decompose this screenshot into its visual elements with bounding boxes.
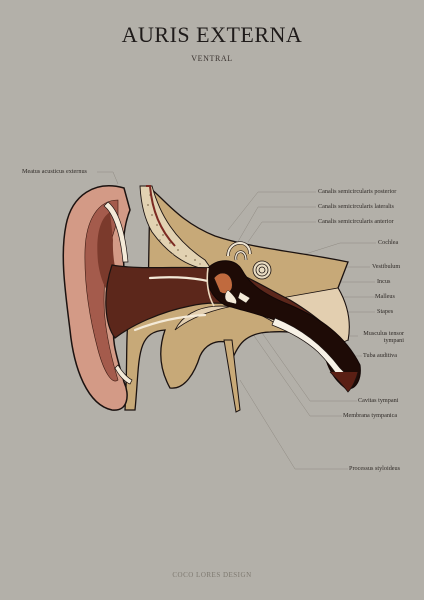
label-cochlea: Cochlea	[378, 239, 399, 246]
tuba-opening	[329, 371, 359, 393]
cartilage-strip-lower	[114, 364, 133, 385]
footer-credit: COCO LORES DESIGN	[172, 571, 252, 579]
label-stapes: Stapes	[377, 308, 394, 315]
incus	[224, 289, 237, 305]
stapes	[237, 291, 251, 304]
label-tuba: Tuba auditiva	[363, 352, 397, 359]
vessel	[146, 185, 176, 247]
mastoid-bone	[139, 185, 213, 271]
semicircular-canal	[227, 242, 251, 257]
membrana-tympanica	[206, 267, 215, 307]
cartilage-strip-upper	[103, 201, 129, 263]
cochlea-spiral	[252, 260, 272, 280]
label-processus: Processus styloideus	[349, 465, 401, 472]
label-musculus-tensor: Musculus tensor tympani	[348, 330, 404, 344]
label-canalis-posterior: Canalis semicircularis posterior	[318, 188, 397, 195]
page-title: AURIS EXTERNA	[121, 22, 303, 47]
label-membrana: Membrana tympanica	[343, 412, 398, 419]
label-malleus: Malleus	[375, 293, 395, 300]
canal-cartilage-bottom	[133, 313, 207, 332]
malleus	[213, 272, 233, 294]
semicircular-canal-lat	[235, 251, 247, 261]
bone-texture	[147, 194, 201, 265]
label-musculus-line1: Musculus tensor	[363, 330, 404, 337]
label-cavitas: Cavitas tympani	[358, 397, 399, 404]
label-canalis-anterior: Canalis semicircularis anterior	[318, 218, 394, 225]
page-subtitle: VENTRAL	[191, 54, 233, 63]
label-musculus-line2: tympani	[383, 337, 404, 344]
label-vestibulum: Vestibulum	[372, 263, 401, 270]
label-canalis-lateralis: Canalis semicircularis lateralis	[318, 203, 394, 210]
label-meatus: Meatus acusticus externus	[22, 168, 87, 175]
processus-styloideus	[223, 339, 241, 413]
label-incus: Incus	[377, 278, 391, 285]
